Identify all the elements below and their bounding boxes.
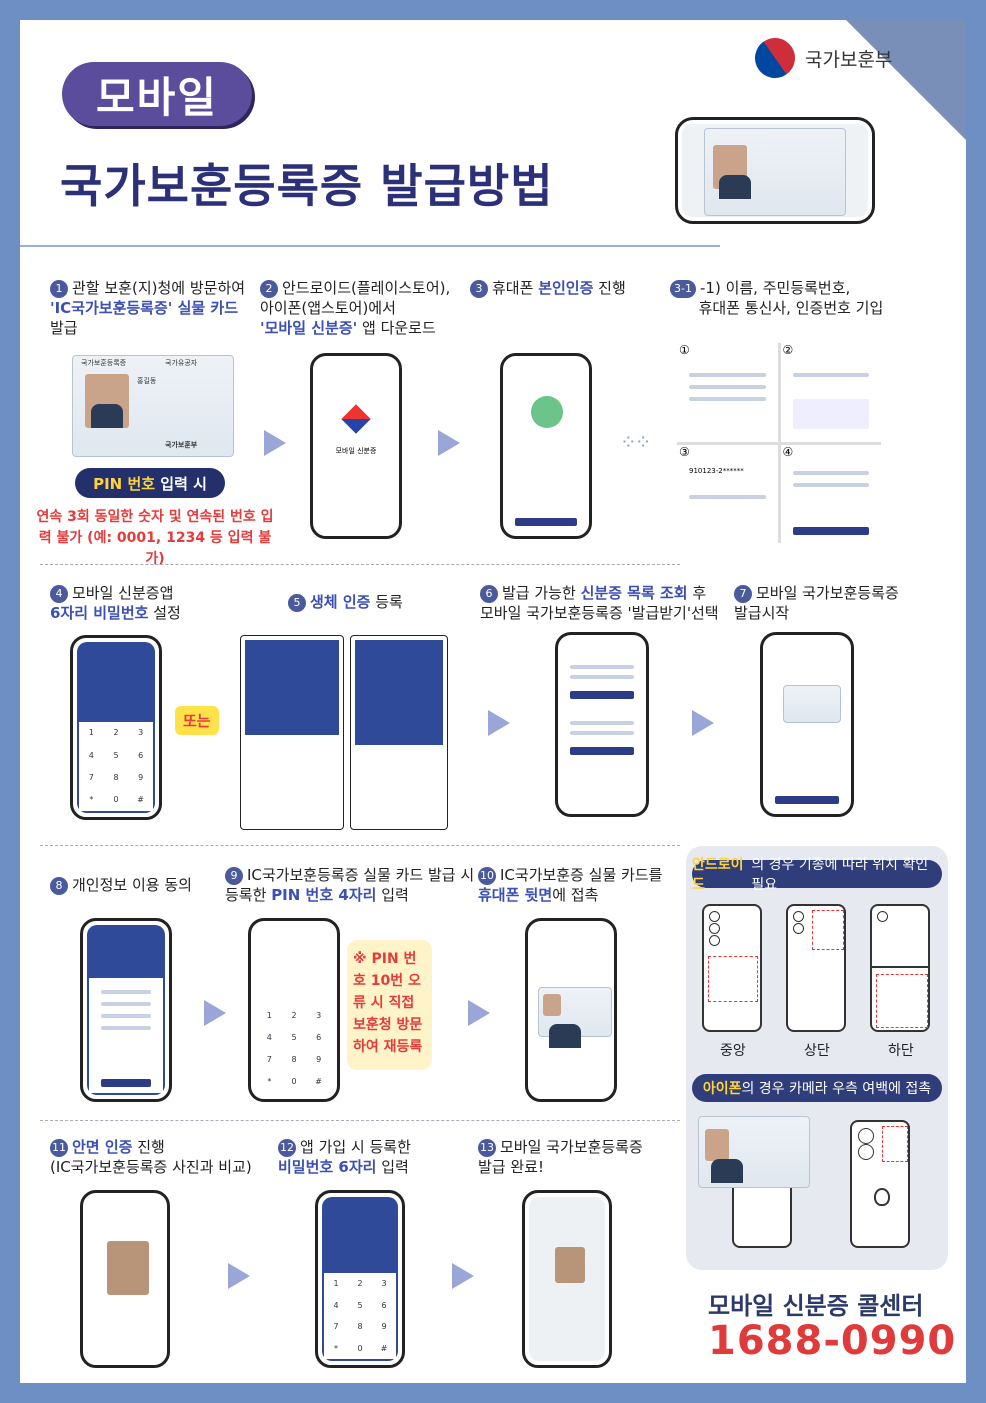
call-center-phone[interactable]: 1688-0990	[708, 1318, 957, 1364]
arrow-icon	[264, 430, 286, 456]
page-title: 국가보훈등록증 발급방법	[60, 159, 554, 213]
header-card-image	[704, 128, 846, 216]
divider	[40, 845, 680, 847]
taegeuk-icon	[747, 30, 803, 86]
phone-privacy-consent	[80, 918, 172, 1102]
ministry-logo: 국가보훈부	[747, 30, 893, 86]
card-on-phone	[538, 987, 612, 1048]
iphone-back-card	[698, 1116, 810, 1248]
divider	[40, 1120, 680, 1122]
arrow-icon	[228, 1263, 250, 1289]
step-3-1: 3-1-1) 이름, 주민등록번호, 휴대폰 통신사, 인증번호 기입	[670, 278, 950, 318]
ic-card-image: 국가보훈등록증 국가유공자 홍길동 국가보훈부	[72, 355, 234, 457]
arrow-icon	[692, 710, 714, 736]
pin-input-pill: PIN 번호 입력 시	[75, 468, 225, 498]
fingerprint-dialog	[245, 735, 339, 825]
phone-nfc-tap	[525, 918, 617, 1102]
android-back-center	[702, 904, 762, 1032]
android-back-top	[786, 904, 846, 1032]
screen-face-id	[350, 635, 448, 830]
arrow-icon	[438, 430, 460, 456]
verify-screen-2: ②	[780, 343, 881, 442]
arrow-icon	[452, 1263, 474, 1289]
arrow-icon	[204, 1000, 226, 1026]
verify-screen-1: ①	[677, 343, 778, 442]
faceid-dialog	[355, 745, 443, 825]
phone-issue-start	[760, 632, 854, 817]
screen-fingerprint	[240, 635, 344, 830]
android-back-bottom	[870, 904, 930, 1032]
dots-icon: ⁘⁘	[620, 430, 651, 454]
pin-warning: 연속 3회 동일한 숫자 및 연속된 번호 입력 불가 (예: 0001, 12…	[36, 509, 274, 567]
verify-screen-4: ④	[780, 444, 881, 543]
id-photo	[555, 1247, 585, 1283]
apple-logo-icon	[874, 1188, 890, 1206]
phone-issue-complete	[522, 1190, 612, 1368]
or-label: 또는	[175, 706, 219, 735]
ministry-name: 국가보훈부	[805, 48, 893, 71]
header-phone	[675, 117, 875, 224]
arrow-icon	[468, 1000, 490, 1026]
divider	[40, 564, 680, 566]
call-center-label: 모바일 신분증 콜센터	[708, 1292, 924, 1320]
face-photo	[107, 1241, 149, 1295]
card-preview	[783, 685, 841, 723]
phone-app-download: 모바일 신분증	[310, 353, 402, 539]
pin-error-note: ※ PIN 번호 10번 오류 시 직접 보훈청 방문하여 재등록	[347, 940, 432, 1070]
shield-check-icon	[531, 396, 563, 428]
arrow-icon	[488, 710, 510, 736]
phone-face-verify	[80, 1190, 170, 1368]
step-number: 1	[50, 279, 68, 298]
divider	[20, 245, 720, 247]
phone-identity-verify	[500, 353, 592, 539]
phone-id-list	[555, 632, 649, 817]
mobile-badge: 모바일	[62, 62, 252, 126]
consent-sheet	[89, 978, 163, 1093]
iphone-back-camera	[850, 1120, 910, 1248]
